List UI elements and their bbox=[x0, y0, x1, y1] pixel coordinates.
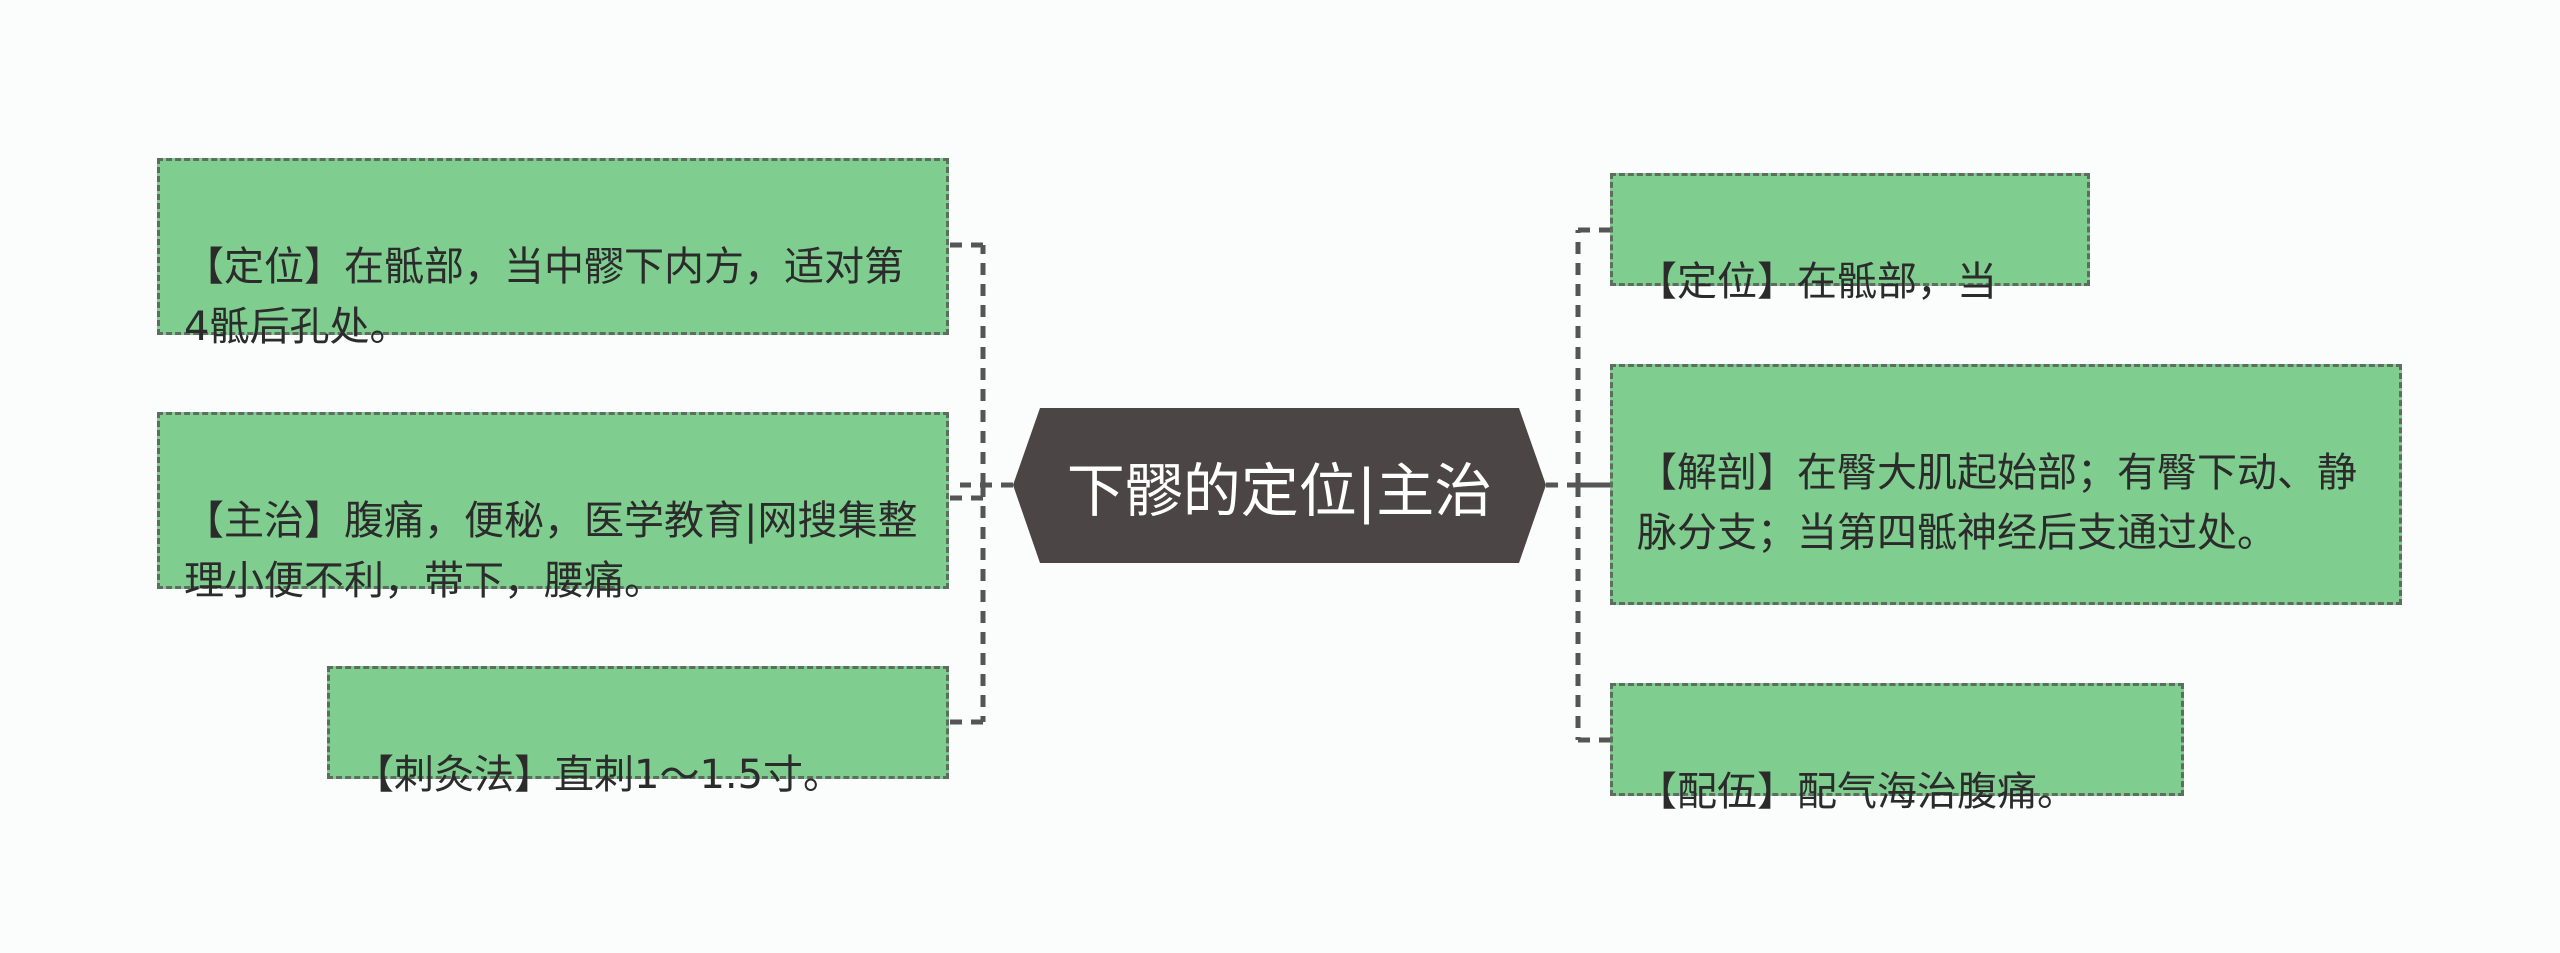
right-node-combination[interactable]: 【配伍】配气海治腹痛。 bbox=[1610, 683, 2184, 815]
central-topic-shape bbox=[1013, 408, 1546, 563]
left-node-location[interactable]: 【定位】在骶部，当中髎下内方，适对第4骶后孔处。 bbox=[157, 158, 949, 350]
left-node-acupuncture-method[interactable]: 【刺灸法】直刺1～1.5寸。 bbox=[327, 666, 949, 798]
right-node-anatomy-text: 【解剖】在臀大肌起始部；有臀下动、静脉分支；当第四骶神经后支通过处。 bbox=[1637, 450, 2357, 556]
left-node-indications[interactable]: 【主治】腹痛，便秘，医学教育|网搜集整理小便不利，带下，腰痛。 bbox=[157, 412, 949, 604]
right-node-location[interactable]: 【定位】在骶部，当 bbox=[1610, 173, 2090, 305]
left-node-acupuncture-method-text: 【刺灸法】直刺1～1.5寸。 bbox=[354, 752, 844, 798]
right-node-location-text: 【定位】在骶部，当 bbox=[1637, 259, 1997, 305]
right-node-combination-text: 【配伍】配气海治腹痛。 bbox=[1637, 769, 2077, 815]
left-node-location-text: 【定位】在骶部，当中髎下内方，适对第4骶后孔处。 bbox=[184, 244, 904, 350]
central-topic-label: 下髎的定位|主治 bbox=[1066, 456, 1493, 525]
central-topic[interactable]: 下髎的定位|主治 bbox=[1013, 408, 1546, 563]
left-node-indications-text: 【主治】腹痛，便秘，医学教育|网搜集整理小便不利，带下，腰痛。 bbox=[184, 498, 918, 604]
right-node-anatomy[interactable]: 【解剖】在臀大肌起始部；有臀下动、静脉分支；当第四骶神经后支通过处。 bbox=[1610, 364, 2402, 605]
